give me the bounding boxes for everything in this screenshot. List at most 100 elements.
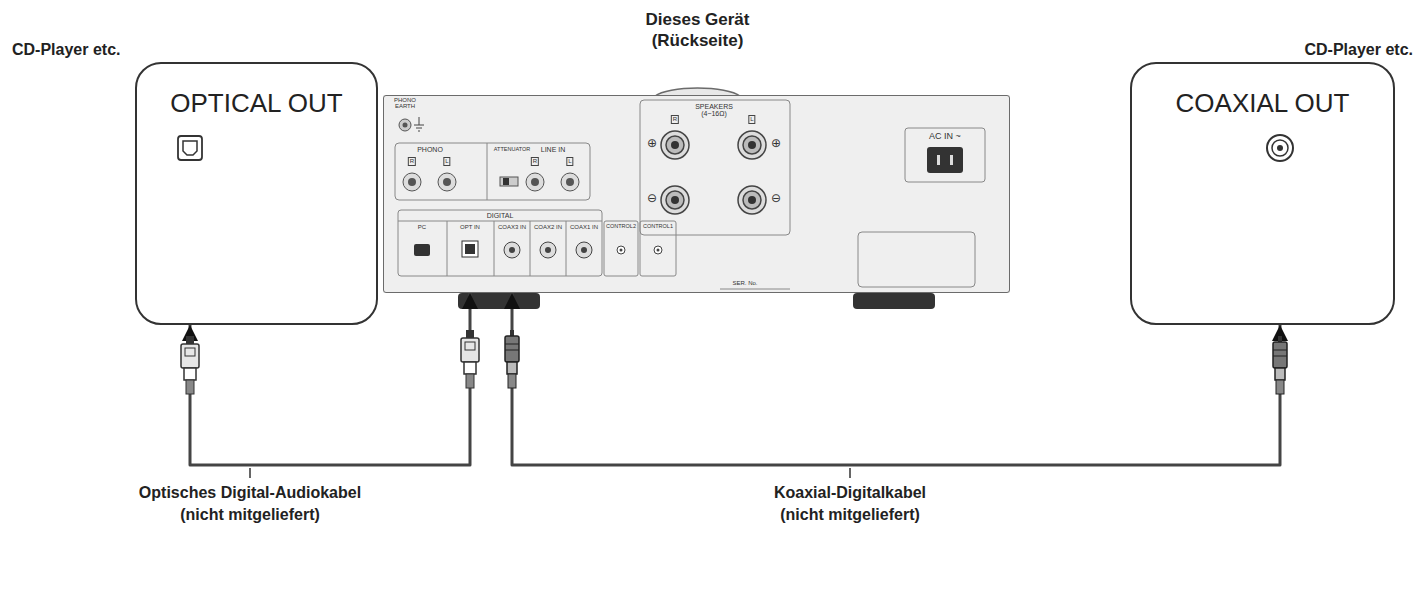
analog-inputs bbox=[395, 143, 590, 200]
digital-inputs bbox=[509, 247, 515, 253]
speaker-terminals bbox=[671, 196, 679, 204]
analog-inputs bbox=[403, 173, 579, 191]
source-device-box: CD-Player etc.OPTICAL OUT bbox=[135, 62, 378, 325]
earth-terminal bbox=[419, 117, 420, 125]
panel-body bbox=[383, 88, 1010, 309]
speaker-terminals bbox=[640, 100, 790, 235]
panel-label: SER. No. bbox=[732, 280, 757, 286]
panel-label: LINE IN bbox=[541, 146, 566, 153]
digital-inputs bbox=[494, 221, 495, 276]
port-name: COAXIAL OUT bbox=[1176, 88, 1350, 119]
panel-label: L bbox=[443, 157, 450, 166]
panel-label: CONTROL2 bbox=[606, 224, 636, 230]
digital-inputs bbox=[604, 221, 638, 276]
panel-label: L bbox=[566, 157, 573, 166]
panel-label: ⊕ bbox=[647, 137, 657, 150]
label-plate bbox=[858, 232, 975, 287]
digital-inputs bbox=[540, 242, 556, 258]
analog-inputs bbox=[526, 173, 544, 191]
analog-inputs bbox=[531, 178, 539, 186]
coaxial-plug bbox=[505, 330, 519, 388]
digital-inputs bbox=[617, 246, 625, 254]
digital-inputs bbox=[581, 247, 587, 253]
leader-line bbox=[250, 468, 850, 478]
amplifier-rear-panel: Dieses Gerät (Rückseite) bbox=[383, 95, 1010, 293]
speaker-terminals bbox=[640, 100, 790, 235]
earth-terminal bbox=[399, 119, 411, 131]
analog-inputs bbox=[438, 173, 456, 191]
digital-inputs bbox=[530, 221, 531, 276]
analog-inputs bbox=[566, 178, 574, 186]
analog-inputs bbox=[443, 178, 451, 186]
digital-inputs bbox=[657, 249, 660, 252]
panel-body bbox=[383, 95, 1010, 293]
ac-inlet bbox=[905, 128, 985, 182]
analog-inputs bbox=[403, 173, 421, 191]
digital-inputs bbox=[504, 242, 520, 258]
optical-plug bbox=[461, 330, 479, 388]
digital-inputs bbox=[576, 242, 592, 258]
speaker-terminals bbox=[738, 131, 766, 159]
digital-cable bbox=[190, 293, 470, 465]
panel-label: ⊕ bbox=[771, 137, 781, 150]
panel-label: PHONO EARTH bbox=[391, 97, 419, 110]
earth-terminal bbox=[399, 117, 424, 131]
panel-label: R bbox=[408, 157, 416, 166]
earth-terminal bbox=[416, 128, 422, 129]
digital-inputs bbox=[414, 244, 430, 256]
digital-inputs bbox=[509, 247, 587, 253]
port-name: OPTICAL OUT bbox=[170, 88, 342, 119]
leader-line bbox=[849, 468, 851, 478]
digital-cable bbox=[512, 293, 1280, 465]
cable-label: Optisches Digital-Audiokabel (nicht mitg… bbox=[117, 482, 383, 525]
digital-inputs bbox=[398, 221, 602, 222]
analog-inputs bbox=[500, 177, 518, 186]
speaker-terminals bbox=[661, 131, 689, 159]
digital-inputs bbox=[504, 242, 592, 258]
earth-terminal bbox=[414, 125, 424, 126]
panel-label: COAX1 IN bbox=[570, 224, 598, 230]
speaker-terminals bbox=[748, 141, 756, 149]
coaxial-port-icon bbox=[1277, 145, 1283, 151]
ac-inlet bbox=[905, 128, 985, 182]
panel-label: OPT IN bbox=[460, 224, 480, 230]
device-heading: CD-Player etc. bbox=[12, 40, 121, 60]
panel-label: COAX3 IN bbox=[498, 224, 526, 230]
panel-label: PHONO bbox=[417, 146, 443, 153]
serial-line bbox=[720, 289, 790, 290]
speaker-terminals bbox=[748, 196, 756, 204]
digital-inputs bbox=[545, 247, 551, 253]
panel-label: DIGITAL bbox=[487, 212, 514, 219]
speaker-terminals bbox=[738, 186, 766, 214]
ac-inlet bbox=[937, 155, 940, 165]
earth-terminal bbox=[403, 123, 408, 128]
speaker-terminals bbox=[743, 136, 761, 154]
leader-line bbox=[249, 468, 251, 478]
panel-label: R bbox=[671, 115, 679, 124]
analog-inputs bbox=[503, 178, 509, 185]
panel-label: L bbox=[748, 115, 755, 124]
speaker-terminals bbox=[671, 141, 679, 149]
digital-inputs bbox=[465, 244, 475, 254]
source-device-box: CD-Player etc.COAXIAL OUT bbox=[1130, 62, 1395, 325]
optical-port-icon bbox=[178, 136, 202, 160]
panel-body bbox=[853, 293, 935, 309]
coaxial-port-icon bbox=[1267, 135, 1293, 161]
panel-label: PC bbox=[418, 224, 426, 230]
digital-inputs bbox=[620, 249, 623, 252]
speaker-terminals bbox=[671, 141, 756, 204]
coaxial-port-icon bbox=[1272, 140, 1288, 156]
digital-inputs bbox=[640, 221, 676, 276]
optical-port-icon bbox=[178, 136, 202, 160]
analog-inputs bbox=[408, 178, 416, 186]
panel-label: R bbox=[531, 157, 539, 166]
analog-inputs bbox=[487, 143, 488, 200]
digital-inputs bbox=[447, 221, 448, 276]
speaker-terminals bbox=[666, 136, 684, 154]
optical-plug bbox=[181, 336, 199, 394]
ac-inlet bbox=[950, 155, 953, 165]
digital-inputs bbox=[398, 210, 676, 276]
